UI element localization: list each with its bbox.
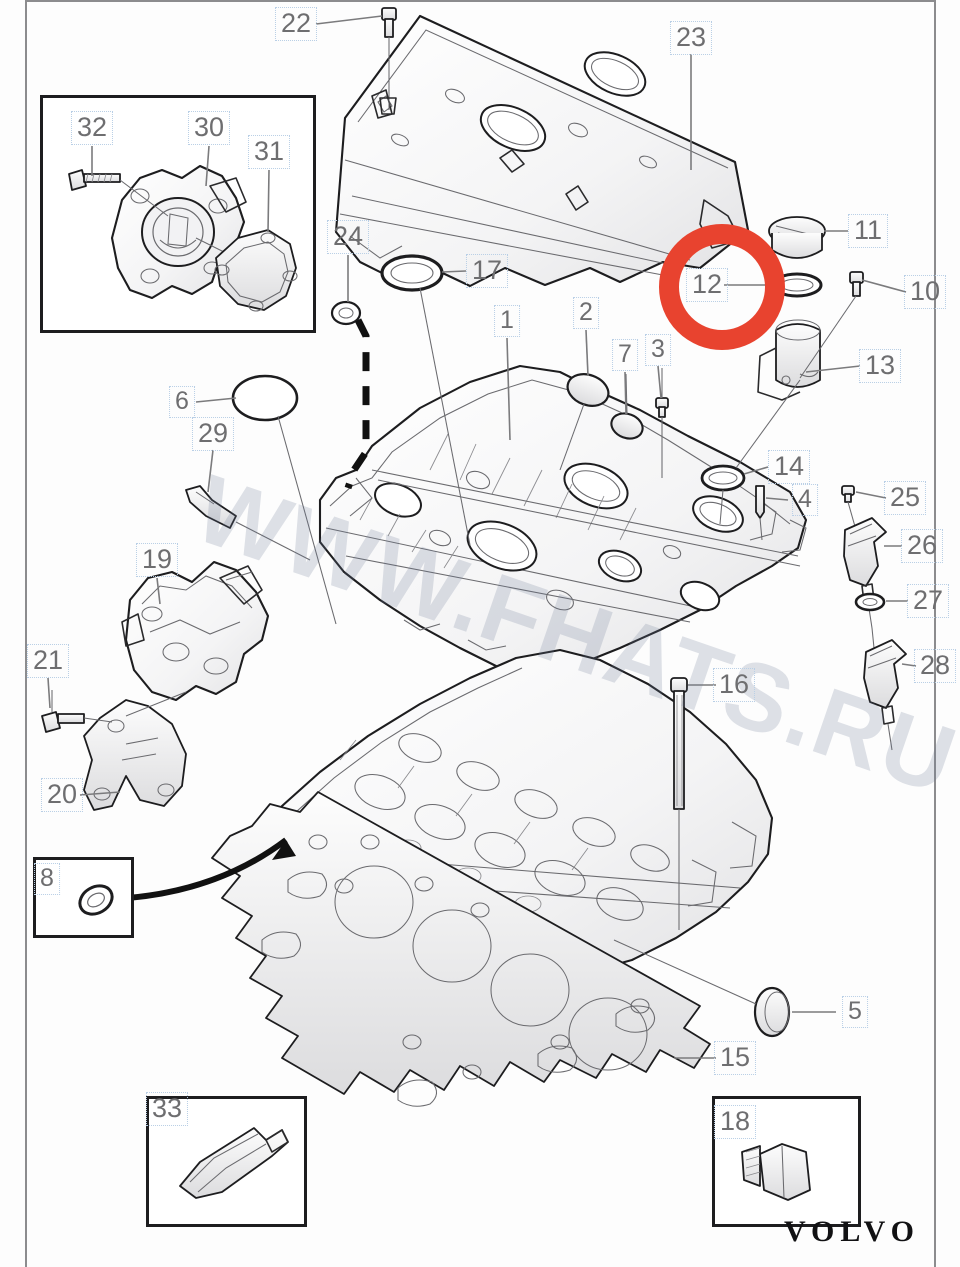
callout-label-6[interactable]: 6 [169,386,195,418]
callout-label-25[interactable]: 25 [883,481,927,515]
o-ring-14-drawing [700,379,801,525]
o-ring-6-drawing [231,374,337,625]
callout-label-2[interactable]: 2 [573,297,599,329]
expansion-plug-5-drawing [613,939,791,1038]
stud-29-drawing [185,485,311,561]
callout-label-26[interactable]: 26 [900,529,944,563]
o-ring-17-drawing [380,254,471,546]
arrow-8-to-gasket [127,837,296,901]
volvo-wordmark: VOLVO [783,1215,920,1248]
callout-label-28[interactable]: 28 [913,649,957,683]
bracket-bolt-21-drawing [41,690,113,733]
callout-label-22[interactable]: 22 [274,7,318,41]
callout-label-23[interactable]: 23 [669,21,713,55]
callout-label-15[interactable]: 15 [713,1041,757,1075]
camshaft-housing-drawing [318,364,808,678]
callout-label-5[interactable]: 5 [842,996,868,1028]
callout-label-10[interactable]: 10 [903,275,947,309]
oil-filler-cap-drawing [768,216,826,259]
callout-label-13[interactable]: 13 [858,349,902,383]
callout-label-11[interactable]: 11 [847,214,889,248]
callout-label-17[interactable]: 17 [465,254,509,288]
ignition-coil-28-drawing [863,639,907,751]
head-bolt-16-drawing [670,677,688,930]
callout-label-7[interactable]: 7 [612,339,638,371]
callout-label-24[interactable]: 24 [326,220,370,254]
plug-7-drawing [610,373,644,440]
vacuum-pump-bracket-drawing [121,560,270,702]
coil-seal-ring-27-drawing [854,592,886,612]
page-frame-top [25,0,936,2]
callout-label-32[interactable]: 32 [70,111,114,145]
callout-label-1[interactable]: 1 [494,305,520,337]
callout-label-20[interactable]: 20 [40,778,84,812]
support-bracket-20-drawing [83,691,187,811]
page-frame-right [934,0,936,1267]
callout-label-30[interactable]: 30 [187,111,231,145]
coil-bolt-25-drawing [841,485,857,531]
callout-label-8[interactable]: 8 [34,863,60,895]
valve-cover-bolt-drawing [379,7,397,115]
valve-cover-drawing [334,14,750,288]
callout-label-29[interactable]: 29 [191,417,235,451]
grommet-24-drawing [330,300,370,490]
dowel-4-drawing [755,485,765,541]
callout-label-12[interactable]: 12 [685,268,729,302]
callout-label-21[interactable]: 21 [26,644,70,678]
callout-label-19[interactable]: 19 [135,543,179,577]
ignition-coil-26-drawing [843,517,887,669]
callout-label-3[interactable]: 3 [645,334,671,366]
callout-label-27[interactable]: 27 [906,584,950,618]
head-gasket-drawing [211,791,711,1107]
callout-label-31[interactable]: 31 [247,135,291,169]
callout-label-4[interactable]: 4 [792,484,818,516]
oil-filler-neck-drawing [757,319,821,401]
callout-label-14[interactable]: 14 [767,450,811,484]
callout-label-18[interactable]: 18 [713,1105,757,1139]
page-frame-left [25,0,27,1267]
callout-label-33[interactable]: 33 [145,1092,189,1126]
callout-label-16[interactable]: 16 [712,668,756,702]
bolt-3-drawing [655,368,669,478]
filler-neck-bolt-drawing [799,271,864,379]
